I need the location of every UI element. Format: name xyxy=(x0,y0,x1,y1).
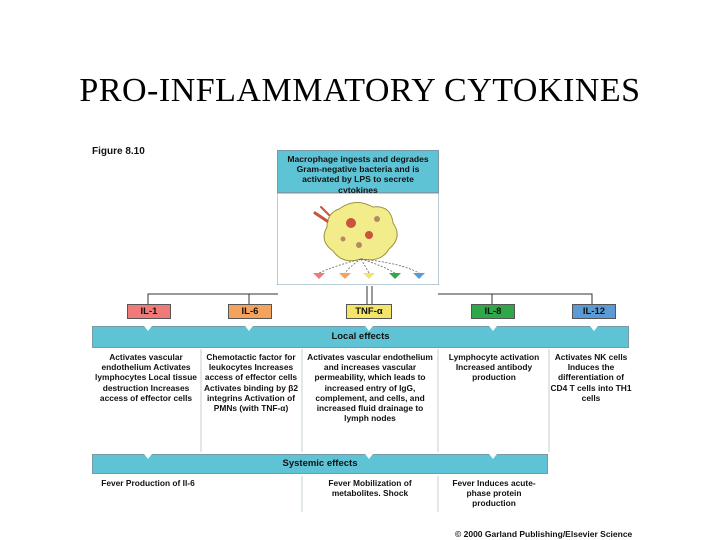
arrow-down-icon xyxy=(362,450,376,459)
cytokine-tnf-alpha: TNF-α xyxy=(346,304,392,319)
copyright-text: © 2000 Garland Publishing/Elsevier Scien… xyxy=(455,529,633,539)
local-effect-il-1: Activates vascular endothelium Activates… xyxy=(95,352,197,403)
macrophage-header: Macrophage ingests and degrades Gram-neg… xyxy=(277,150,439,195)
local-effect-il-6: Chemotactic factor for leukocytes Increa… xyxy=(204,352,298,414)
arrow-down-icon xyxy=(486,322,500,331)
cytokine-il-12: IL-12 xyxy=(572,304,616,319)
cytokine-il-1: IL-1 xyxy=(127,304,171,319)
local-effect-il-12: Activates NK cells Induces the different… xyxy=(550,352,632,403)
cytokine-il-8: IL-8 xyxy=(471,304,515,319)
arrow-down-icon xyxy=(362,322,376,331)
cytokine-il-6: IL-6 xyxy=(228,304,272,319)
macrophage-header-text: Macrophage ingests and degrades Gram-neg… xyxy=(287,154,429,195)
local-effect-il-8: Lymphocyte activation Increased antibody… xyxy=(448,352,540,383)
systemic-effect-il-8: Fever Induces acute-phase protein produc… xyxy=(452,478,536,509)
vesicle xyxy=(340,236,346,242)
macrophage-illustration xyxy=(277,193,439,285)
bacterium-rod xyxy=(313,211,329,223)
systemic-effect-il-1: Fever Production of Il-6 xyxy=(101,478,195,488)
vesicle xyxy=(374,216,380,222)
local-effects-bar: Local effects xyxy=(92,326,629,348)
bacterium xyxy=(365,231,373,239)
arrow-down-icon xyxy=(141,322,155,331)
slide-title: PRO-INFLAMMATORY CYTOKINES xyxy=(79,72,641,109)
arrow-down-icon xyxy=(242,322,256,331)
systemic-effects-bar: Systemic effects xyxy=(92,454,548,474)
secreted-cytokine-markers xyxy=(313,273,425,279)
bacterium xyxy=(346,218,356,228)
local-effect-tnf-alpha: Activates vascular endothelium and incre… xyxy=(307,352,433,424)
figure-label: Figure 8.10 xyxy=(92,146,145,157)
systemic-effect-tnf-alpha: Fever Mobilization of metabolites. Shock xyxy=(328,478,412,499)
arrow-down-icon xyxy=(141,450,155,459)
vesicle xyxy=(356,242,362,248)
arrow-down-icon xyxy=(587,322,601,331)
arrow-down-icon xyxy=(486,450,500,459)
bacterium-rod xyxy=(320,206,330,216)
